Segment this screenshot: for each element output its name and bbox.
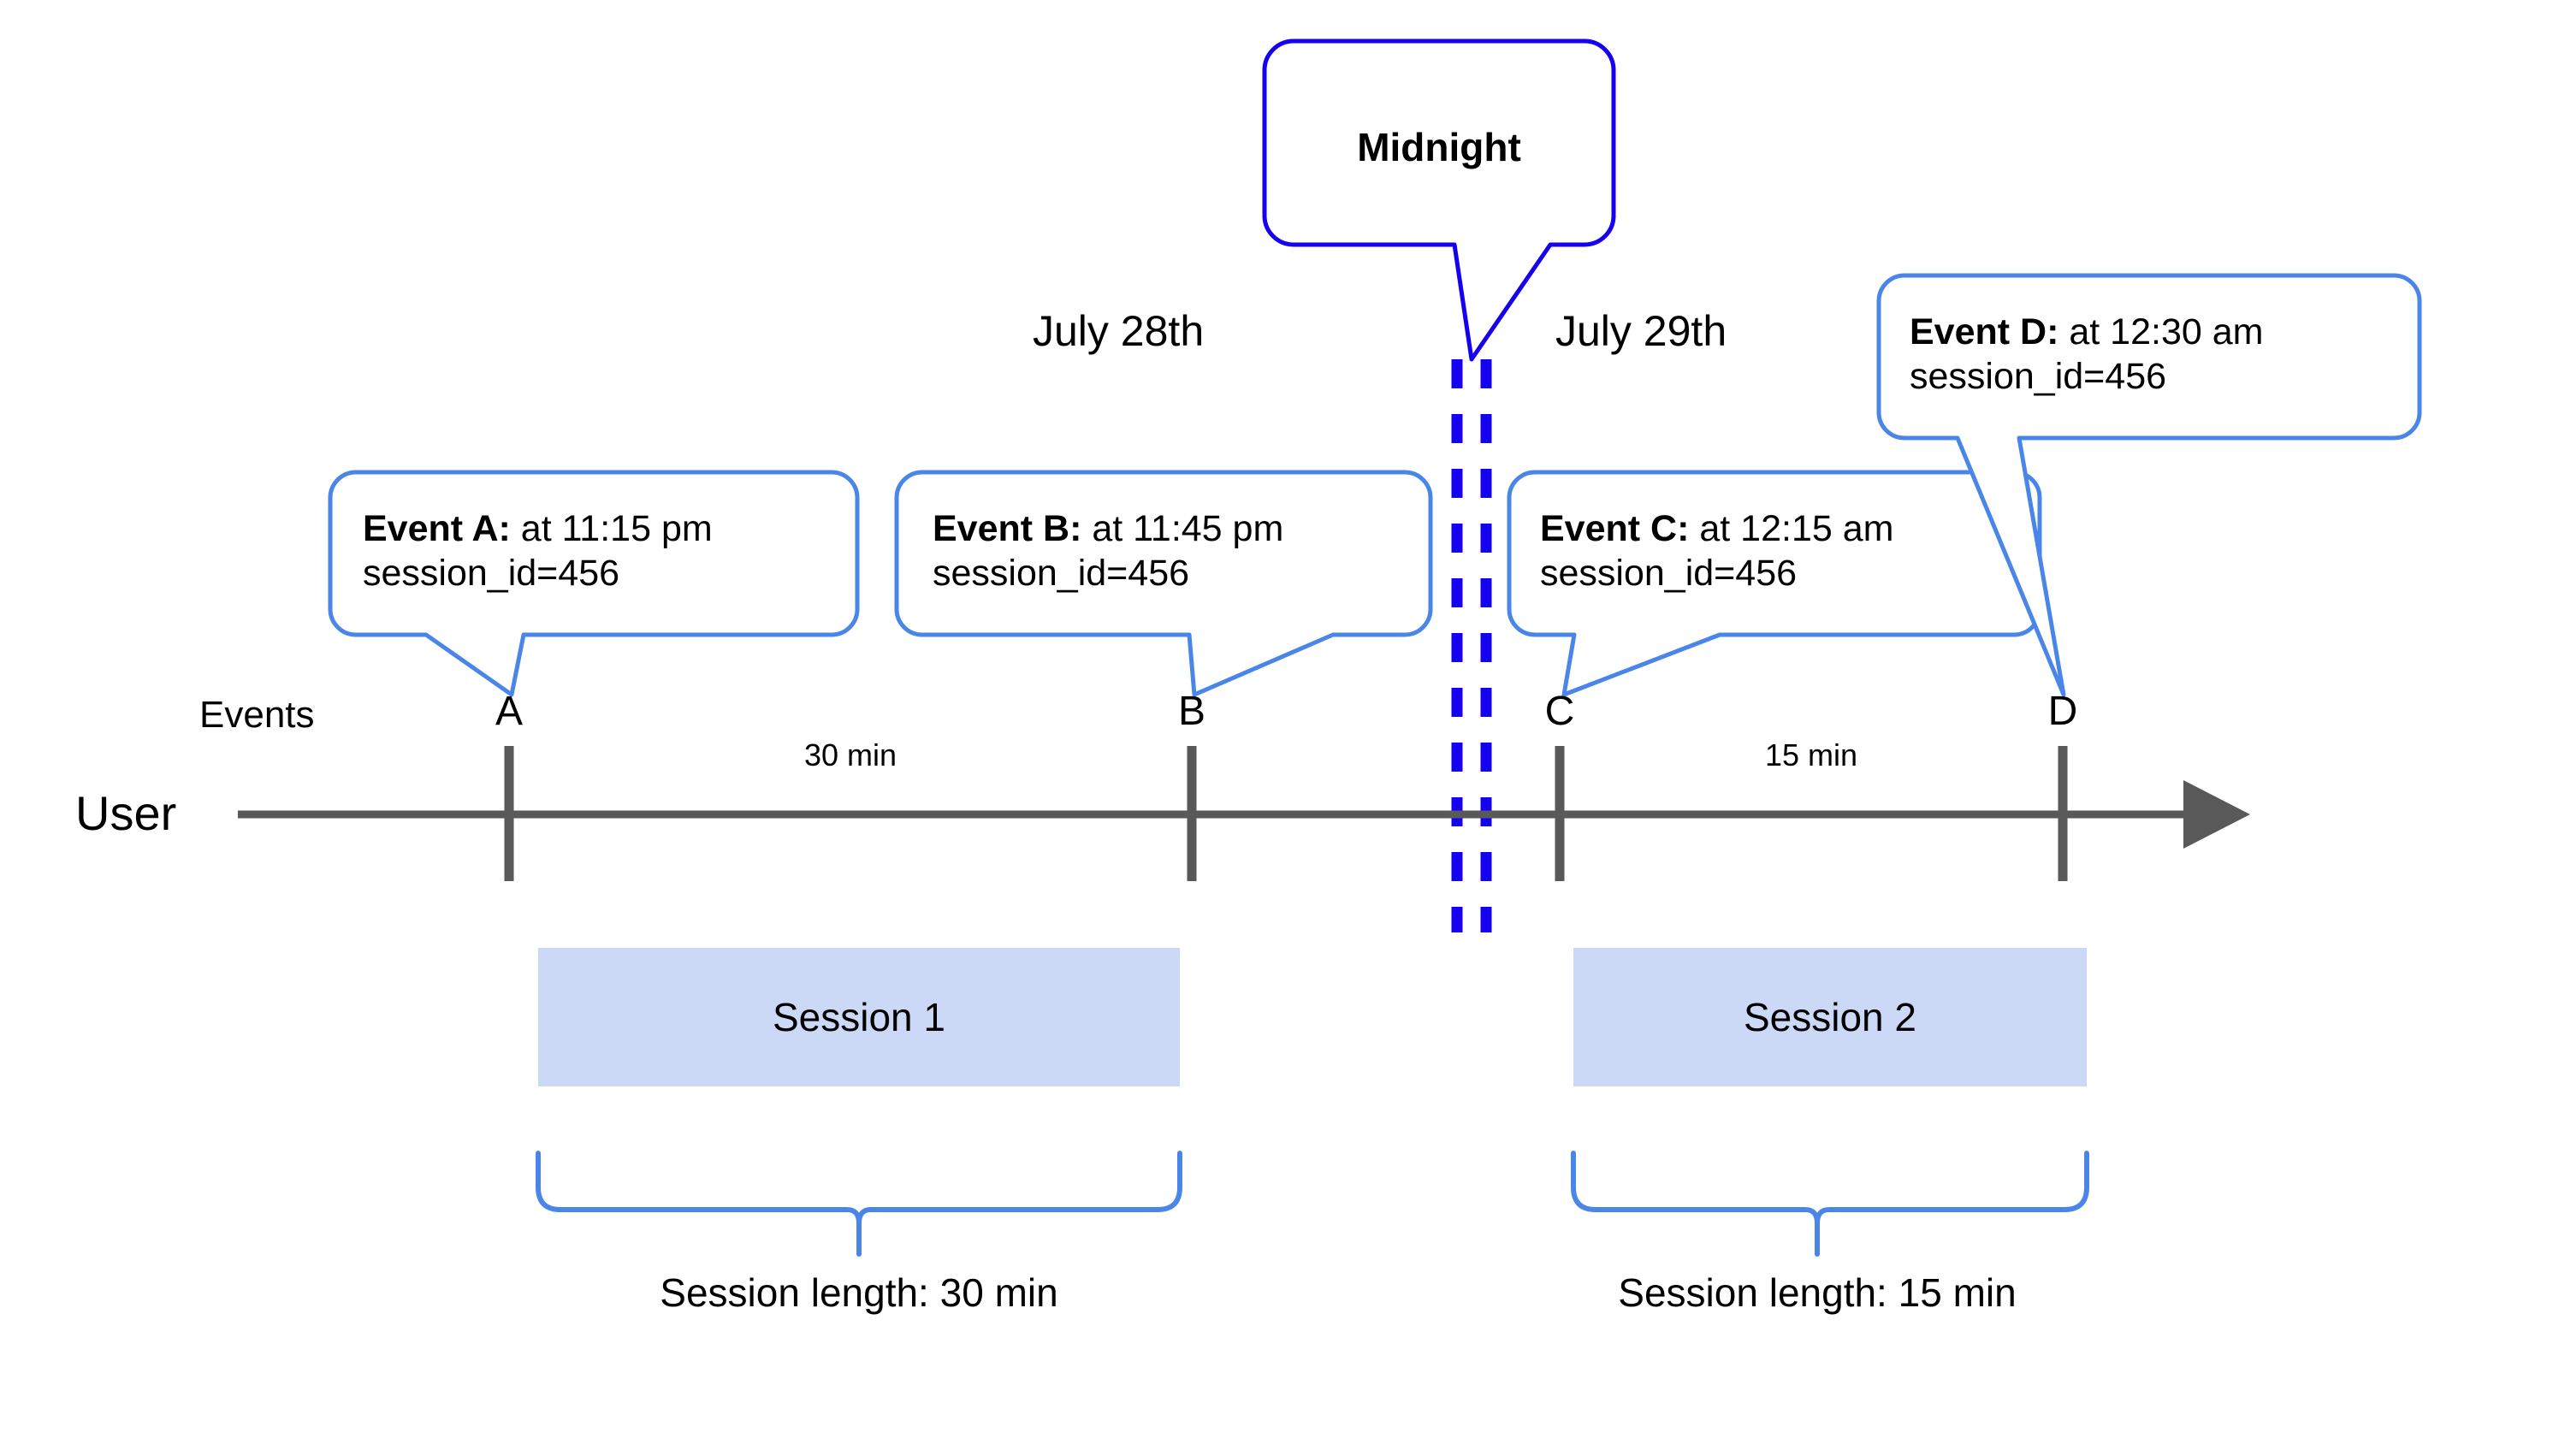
event-b-line-1: Event B: at 11:45 pm — [933, 506, 1283, 551]
timeline-axis — [238, 746, 2250, 881]
date-label-july-28: July 28th — [1033, 307, 1205, 355]
tick-label-a: A — [495, 689, 523, 734]
event-b-session-id: session_id=456 — [933, 553, 1190, 595]
event-d-line-1: Event D: at 12:30 am — [1910, 310, 2263, 354]
date-label-july-29: July 29th — [1555, 307, 1727, 355]
midnight-dashed-lines — [1451, 359, 1492, 932]
session-1-label: Session 1 — [772, 995, 945, 1039]
event-a-callout-text: Event A: at 11:15 pm session_id=456 — [363, 506, 713, 596]
tick-label-b: B — [1177, 689, 1205, 734]
session-2-box[interactable]: Session 2 — [1573, 948, 2087, 1086]
event-c-time: at 12:15 am — [1689, 508, 1894, 549]
event-d-callout-text: Event D: at 12:30 am session_id=456 — [1910, 310, 2263, 400]
event-a-label: Event A: — [363, 508, 511, 549]
gap-label-15-min: 15 min — [1764, 737, 1858, 772]
event-a-session-id: session_id=456 — [363, 553, 620, 595]
axis-arrowhead — [2183, 780, 2250, 849]
event-a-line-1: Event A: at 11:15 pm — [363, 506, 713, 551]
session-1-box[interactable]: Session 1 — [538, 948, 1180, 1086]
event-d-time: at 12:30 am — [2058, 311, 2264, 352]
event-d-label: Event D: — [1910, 311, 2059, 352]
session-2-length-label: Session length: 15 min — [1618, 1270, 2017, 1315]
event-a-callout-shape — [328, 470, 860, 697]
event-b-callout-shape — [894, 470, 1433, 697]
event-a-time: at 11:15 pm — [510, 508, 713, 549]
event-c-line-1: Event C: at 12:15 am — [1540, 506, 1893, 551]
session-1-length-label: Session length: 30 min — [660, 1270, 1058, 1315]
midnight-label: Midnight — [1357, 125, 1521, 169]
event-d-callout-shape — [1876, 273, 2422, 697]
tick-label-c: C — [1544, 689, 1575, 734]
session-1-brace — [536, 1151, 1182, 1257]
user-row-label: User — [75, 786, 177, 840]
session-2-label: Session 2 — [1743, 995, 1916, 1039]
event-b-callout-text: Event B: at 11:45 pm session_id=456 — [933, 506, 1283, 596]
session-2-brace — [1571, 1151, 2089, 1257]
event-d-session-id: session_id=456 — [1910, 356, 2167, 398]
gap-label-30-min: 30 min — [803, 737, 897, 772]
event-b-time: at 11:45 pm — [1081, 508, 1284, 549]
event-c-label: Event C: — [1540, 508, 1690, 549]
events-row-label: Events — [199, 694, 315, 736]
event-c-session-id: session_id=456 — [1540, 553, 1798, 595]
tick-label-d: D — [2047, 689, 2078, 734]
event-c-callout-text: Event C: at 12:15 am session_id=456 — [1540, 506, 1893, 596]
event-b-label: Event B: — [933, 508, 1082, 549]
midnight-callout-shape — [1262, 38, 1616, 362]
